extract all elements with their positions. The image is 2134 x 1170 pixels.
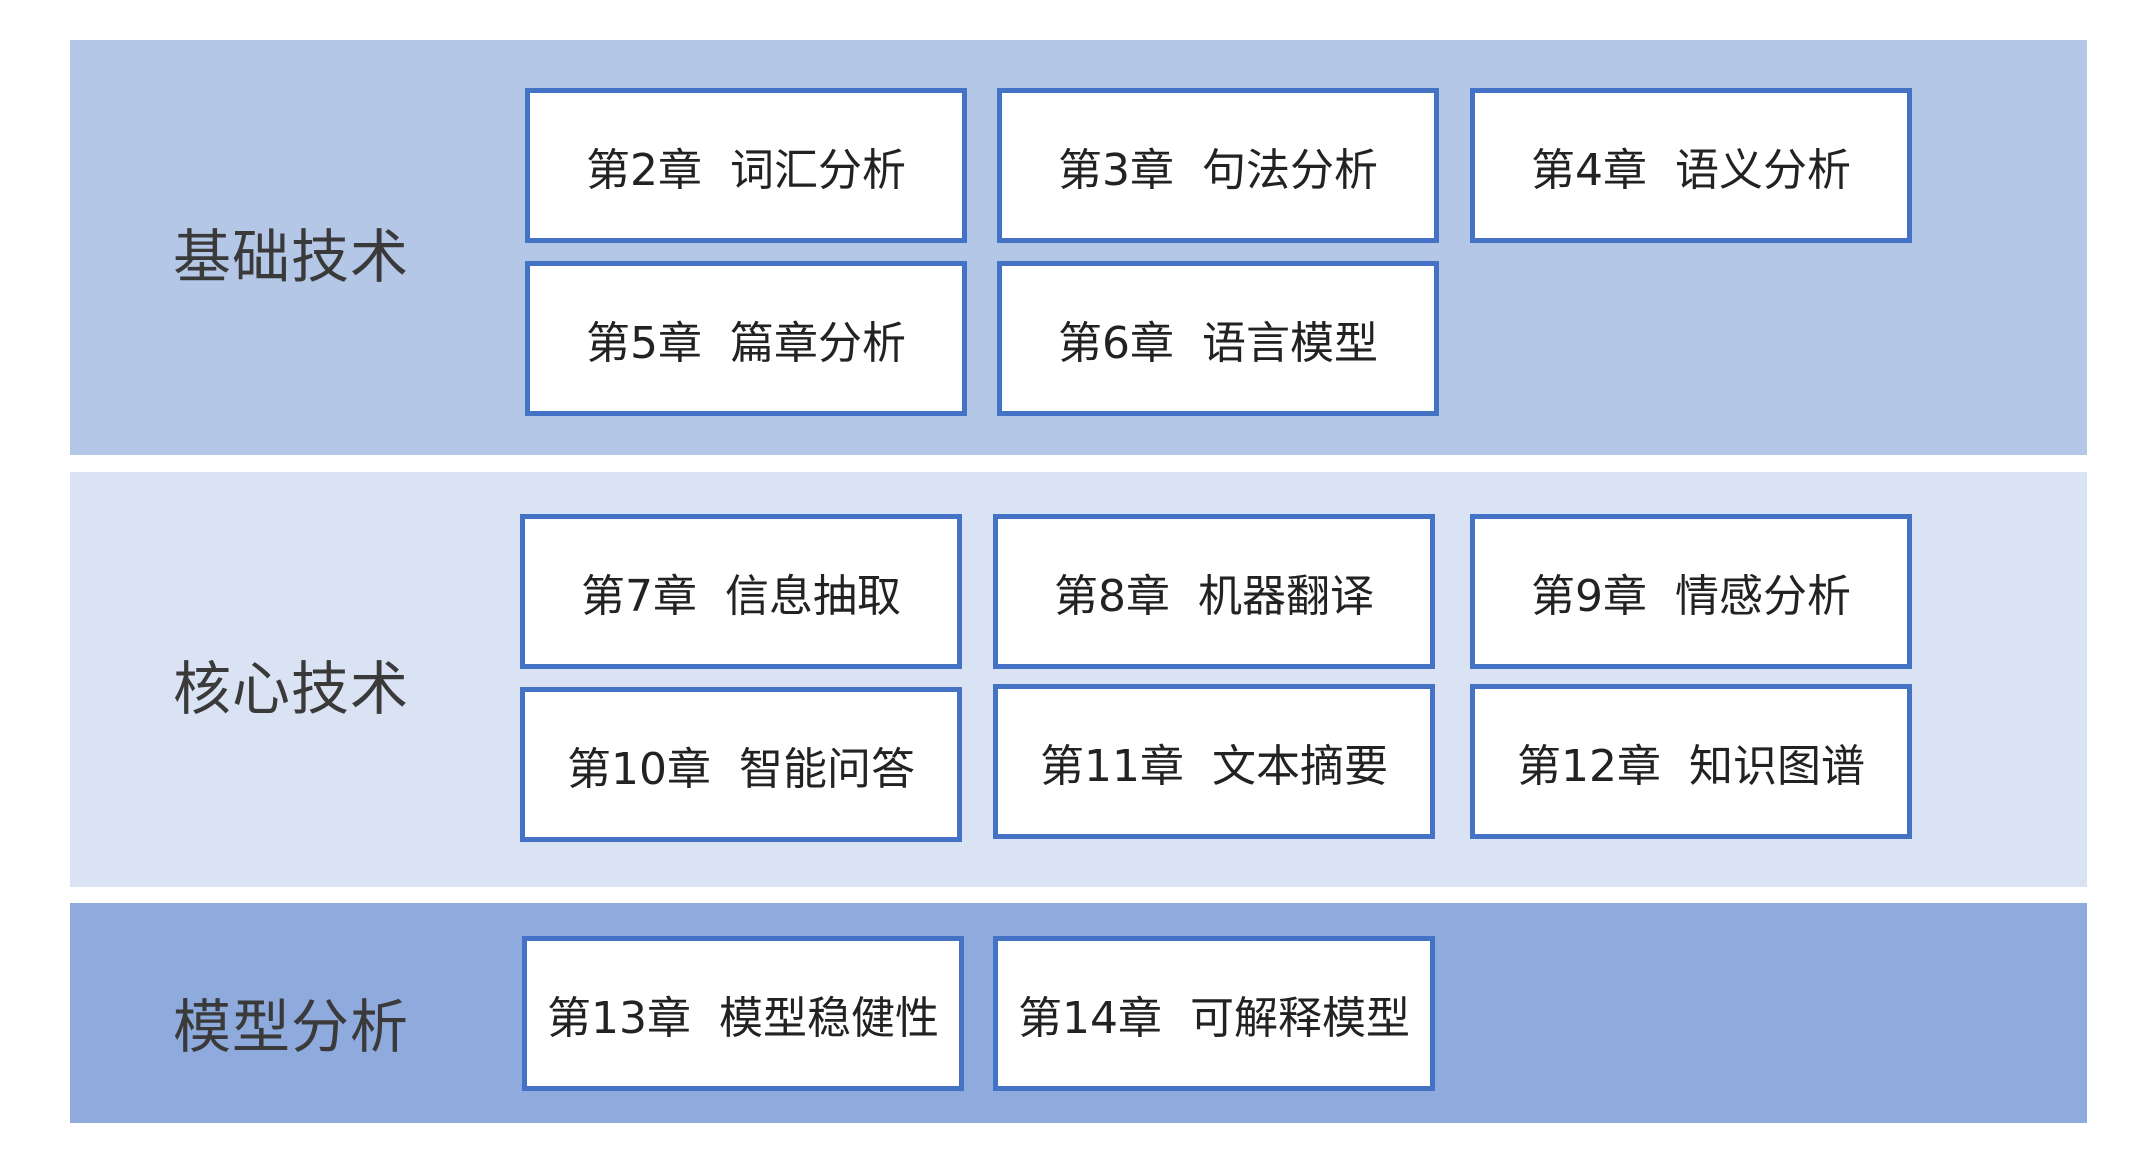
chapter-title: 可解释模型	[1190, 992, 1410, 1044]
band-core-techniques: 核心技术 第7章 信息抽取 第8章 机器翻译 第9章 情感分析 第10章 智能问…	[70, 472, 2087, 887]
band-label: 核心技术	[173, 655, 410, 723]
chapter-number: 第9章	[1531, 570, 1647, 622]
band-label: 模型分析	[173, 993, 410, 1061]
band-model-analysis: 模型分析 第13章 模型稳健性 第14章 可解释模型	[70, 903, 2087, 1123]
chapter-number: 第8章	[1054, 570, 1170, 622]
chapter-number: 第7章	[581, 570, 697, 622]
band-basic-techniques: 基础技术 第2章 词汇分析 第3章 句法分析 第4章 语义分析 第5章 篇章分析…	[70, 40, 2087, 455]
chapter-box: 第3章 句法分析	[997, 88, 1439, 243]
chapter-number: 第11章	[1040, 740, 1184, 792]
chapter-box: 第12章 知识图谱	[1470, 684, 1912, 839]
chapter-number: 第13章	[547, 992, 691, 1044]
chapter-title: 知识图谱	[1689, 740, 1865, 792]
chapter-box: 第8章 机器翻译	[993, 514, 1435, 669]
chapter-title: 词汇分析	[730, 144, 906, 196]
chapter-number: 第14章	[1018, 992, 1162, 1044]
chapter-box: 第9章 情感分析	[1470, 514, 1912, 669]
chapter-title: 智能问答	[739, 743, 915, 795]
chapter-title: 情感分析	[1675, 570, 1851, 622]
chapter-box: 第6章 语言模型	[997, 261, 1439, 416]
chapter-box: 第14章 可解释模型	[993, 936, 1435, 1091]
chapter-box: 第13章 模型稳健性	[522, 936, 964, 1091]
chapter-box: 第5章 篇章分析	[525, 261, 967, 416]
band-label: 基础技术	[173, 223, 410, 291]
chapter-number: 第10章	[567, 743, 711, 795]
chapter-number: 第2章	[586, 144, 702, 196]
chapter-number: 第6章	[1058, 317, 1174, 369]
chapter-number: 第4章	[1531, 144, 1647, 196]
chapter-title: 模型稳健性	[719, 992, 939, 1044]
chapter-title: 句法分析	[1202, 144, 1378, 196]
chapter-title: 语言模型	[1202, 317, 1378, 369]
chapter-box: 第2章 词汇分析	[525, 88, 967, 243]
chapter-box: 第4章 语义分析	[1470, 88, 1912, 243]
chapter-title: 机器翻译	[1198, 570, 1374, 622]
chapter-box: 第7章 信息抽取	[520, 514, 962, 669]
chapter-title: 信息抽取	[725, 570, 901, 622]
chapter-number: 第12章	[1517, 740, 1661, 792]
chapter-title: 篇章分析	[730, 317, 906, 369]
chapter-title: 语义分析	[1675, 144, 1851, 196]
chapter-box: 第10章 智能问答	[520, 687, 962, 842]
chapter-number: 第3章	[1058, 144, 1174, 196]
chapter-number: 第5章	[586, 317, 702, 369]
chapter-title: 文本摘要	[1212, 740, 1388, 792]
chapter-box: 第11章 文本摘要	[993, 684, 1435, 839]
